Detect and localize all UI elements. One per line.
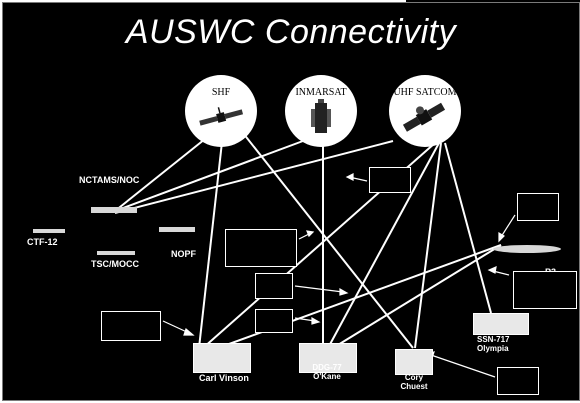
- sat-inmarsat-label: INMARSAT: [295, 87, 347, 98]
- ship-label-okane: DDG-77 O'Kane: [303, 363, 351, 381]
- ship-cory-line2: Chuest: [400, 382, 428, 391]
- ship-image-cory: [395, 349, 433, 375]
- nopf-station-shape: [159, 227, 195, 232]
- node-nopf-label: NOPF: [171, 249, 197, 259]
- ship-olympia-line1: SSN-717: [477, 335, 510, 344]
- nctams-station-shape: [91, 207, 137, 213]
- ship-image-olympia: [473, 313, 529, 335]
- ship-label-cory: Cory Chuest: [397, 373, 431, 391]
- sat-shf: SHF: [185, 75, 257, 147]
- callout-box: [517, 193, 559, 221]
- node-nctams-label: NCTAMS/NOC: [79, 175, 140, 185]
- satellite-icon: [402, 102, 446, 132]
- callout-box: [225, 229, 297, 267]
- link-shf-cory: [242, 132, 414, 349]
- link-shf-carlvinson: [198, 132, 224, 349]
- ship-cory-line1: Cory: [404, 373, 424, 382]
- sat-shf-label: SHF: [211, 87, 231, 98]
- sat-uhf-satcom: UHF SATCOM: [389, 75, 461, 147]
- satellite-icon: [199, 107, 244, 126]
- ship-label-olympia: SSN-717 Olympia: [477, 335, 517, 353]
- link-uhf-nctams: [114, 140, 394, 214]
- link-uhf-olympia: [444, 142, 492, 314]
- callout-box: [255, 273, 293, 299]
- callout-box: [497, 367, 539, 395]
- node-tsc-label: TSC/MOCC: [91, 259, 139, 269]
- ship-okane-line2: O'Kane: [313, 372, 341, 381]
- ship-label-carl-vinson: Carl Vinson: [199, 373, 249, 383]
- ship-olympia-line2: Olympia: [477, 344, 509, 353]
- link-uhf-cory: [414, 142, 442, 349]
- ship-okane-line1: DDG-77: [312, 363, 342, 372]
- callout-box: [369, 167, 411, 193]
- node-ctf-label: CTF-12: [27, 237, 58, 247]
- ctf-station-shape: [33, 229, 65, 233]
- ship-image-okane: [299, 343, 357, 373]
- link-shf-nctams: [114, 130, 216, 212]
- callout-box: [513, 271, 577, 309]
- sat-inmarsat: INMARSAT: [285, 75, 357, 147]
- link-inmarsat-nctams: [114, 140, 304, 212]
- link-uhf-okane: [327, 142, 440, 349]
- link-p3-okane: [332, 244, 502, 349]
- slide-title: AUSWC Connectivity: [125, 13, 457, 51]
- sat-uhf-label: UHF SATCOM: [393, 87, 457, 98]
- callout-box: [101, 311, 161, 341]
- ship-image-carl-vinson: [193, 343, 251, 373]
- p3-aircraft-shape: [493, 245, 561, 253]
- tsc-station-shape: [97, 251, 135, 255]
- top-border-bar: [406, 0, 580, 3]
- callout-box: [255, 309, 293, 333]
- satellite-icon: [311, 99, 331, 133]
